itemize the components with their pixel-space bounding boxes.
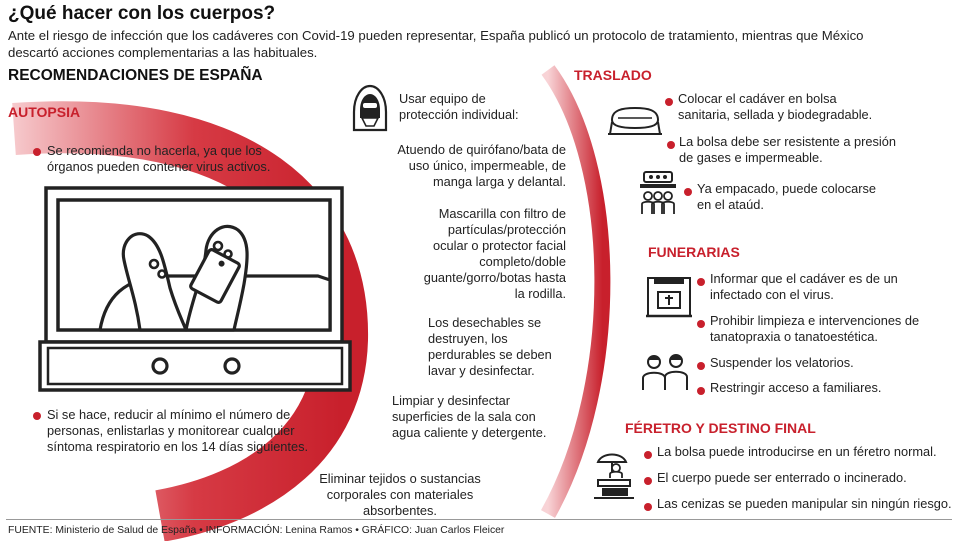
autopsia-heading: AUTOPSIA (8, 104, 81, 120)
bullet-dot (33, 148, 41, 156)
bullet-dot (644, 451, 652, 459)
page-title: ¿Qué hacer con los cuerpos? (8, 3, 276, 24)
bullet-dot (697, 387, 705, 395)
funerarias-item-4: Restringir acceso a familiares. (710, 380, 882, 395)
morgue-drawer-icon (38, 186, 352, 392)
arc-dot (371, 153, 378, 160)
equipo-item-3: Los desechables se destruyen, los perdur… (428, 315, 552, 378)
funerarias-item-2: Prohibir limpieza e intervenciones de ta… (710, 313, 920, 344)
bullet-dot (697, 278, 705, 286)
bullet-dot (697, 362, 705, 370)
bullet-dot (644, 503, 652, 511)
arc-dot (403, 237, 410, 244)
bullet-dot (667, 141, 675, 149)
equipo-item-5: Eliminar tejidos o sustancias corporales… (319, 471, 481, 518)
traslado-item-1: Colocar el cadáver en bolsa sanitaria, s… (678, 91, 873, 122)
funerarias-item-1: Informar que el cadáver es de un infecta… (710, 271, 898, 302)
protective-suit-icon (352, 84, 388, 132)
equipo-item-2: Mascarilla con filtro de partículas/prot… (423, 206, 566, 301)
funeral-home-icon (646, 277, 692, 318)
bullet-dot (684, 188, 692, 196)
equipo-item-1: Atuendo de quirófano/bata de uso único, … (397, 142, 566, 189)
page-subtitle: Ante el riesgo de infección que los cadá… (8, 28, 864, 60)
feretro-heading: FÉRETRO Y DESTINO FINAL (625, 420, 816, 436)
bullet-dot (697, 320, 705, 328)
body-bag-icon (608, 106, 662, 135)
traslado-item-3: Ya empacado, puede colocarse en el ataúd… (697, 181, 877, 212)
feretro-item-1: La bolsa puede introducirse en un féretr… (657, 444, 937, 459)
footer-divider (6, 519, 952, 520)
arc-dot (380, 414, 387, 421)
autopsia-item-2: Si se hace, reducir al mínimo el número … (47, 407, 309, 454)
footer-credits: FUENTE: Ministerio de Salud de España • … (8, 525, 505, 536)
equipo-intro: Usar equipo de protección individual: (399, 91, 519, 122)
traslado-item-2: La bolsa debe ser resistente a presión d… (679, 134, 896, 165)
bullet-dot (33, 412, 41, 420)
funerarias-item-3: Suspender los velatorios. (710, 355, 854, 370)
coffin-icon (640, 171, 676, 214)
traslado-heading: TRASLADO (574, 67, 652, 83)
arc-dot (320, 471, 327, 478)
feretro-item-3: Las cenizas se pueden manipular sin ning… (657, 496, 952, 511)
equipo-item-4: Limpiar y desinfectar superficies de la … (392, 393, 547, 440)
right-arc (541, 65, 611, 518)
funerarias-heading: FUNERARIAS (648, 244, 740, 260)
burial-icon (594, 453, 634, 499)
main-heading: RECOMENDACIONES DE ESPAÑA (8, 67, 263, 84)
arc-dot (622, 250, 629, 257)
autopsia-item-1: Se recomienda no hacerla, ya que los órg… (47, 143, 271, 174)
arc-dot (410, 336, 417, 343)
mourners-icon (642, 354, 688, 390)
arc-dot (604, 417, 611, 424)
bullet-dot (665, 98, 673, 106)
bullet-dot (644, 477, 652, 485)
feretro-item-2: El cuerpo puede ser enterrado o incinera… (657, 470, 907, 485)
